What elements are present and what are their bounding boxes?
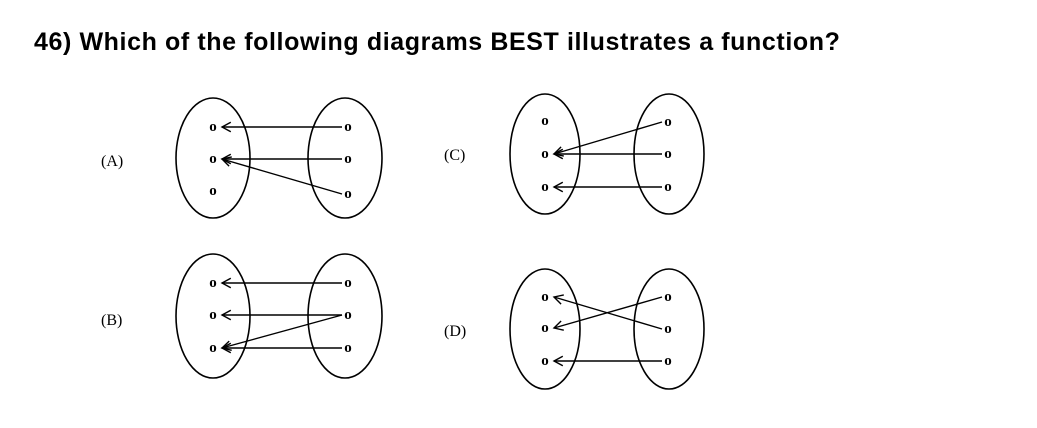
codomain-point: o — [664, 353, 672, 369]
arrowhead — [220, 277, 232, 289]
codomain-point: o — [344, 151, 352, 167]
domain-point: o — [209, 119, 217, 135]
domain-point: o — [541, 113, 549, 129]
domain-point: o — [209, 307, 217, 323]
arrowhead — [552, 294, 564, 305]
codomain-oval-d — [633, 268, 705, 390]
domain-point: o — [209, 183, 217, 199]
codomain-oval-a — [307, 97, 383, 219]
option-c-label: (C) — [444, 147, 466, 164]
codomain-point: o — [344, 340, 352, 356]
question-text: 46) Which of the following diagrams BEST… — [34, 28, 841, 56]
domain-point: o — [209, 151, 217, 167]
arrowhead — [552, 148, 564, 160]
arrowhead — [552, 355, 564, 367]
mapping-arrows-c — [552, 121, 663, 193]
mapping-arrow — [221, 314, 343, 349]
arrowhead — [552, 181, 564, 193]
codomain-point: o — [344, 186, 352, 202]
option-a-label: (A) — [101, 153, 124, 170]
codomain-point: o — [664, 179, 672, 195]
domain-point: o — [209, 275, 217, 291]
codomain-point: o — [664, 146, 672, 162]
codomain-oval-b — [307, 253, 383, 379]
domain-point: o — [541, 289, 549, 305]
arrowhead — [220, 121, 232, 133]
mapping-arrows-a — [220, 121, 343, 195]
domain-point: o — [541, 179, 549, 195]
option-d-label: (D) — [444, 323, 467, 340]
codomain-point: o — [344, 119, 352, 135]
domain-point: o — [541, 146, 549, 162]
mapping-arrow — [553, 121, 663, 155]
arrowhead — [220, 342, 232, 354]
arrowhead — [220, 156, 232, 167]
domain-point: o — [541, 320, 549, 336]
mapping-arrow — [553, 296, 663, 329]
option-b-label: (B) — [101, 312, 123, 329]
codomain-point: o — [664, 289, 672, 305]
domain-oval-a — [175, 97, 251, 219]
codomain-point: o — [664, 321, 672, 337]
codomain-point: o — [344, 275, 352, 291]
domain-point: o — [209, 340, 217, 356]
mapping-arrows-b — [220, 277, 343, 354]
mapping-arrows-d — [552, 294, 663, 367]
codomain-point: o — [664, 114, 672, 130]
mapping-arrow — [221, 158, 343, 195]
domain-oval-d — [509, 268, 581, 390]
domain-oval-b — [175, 253, 251, 379]
domain-point: o — [541, 353, 549, 369]
arrowhead — [552, 320, 564, 331]
codomain-point: o — [344, 307, 352, 323]
arrowhead — [220, 309, 232, 321]
